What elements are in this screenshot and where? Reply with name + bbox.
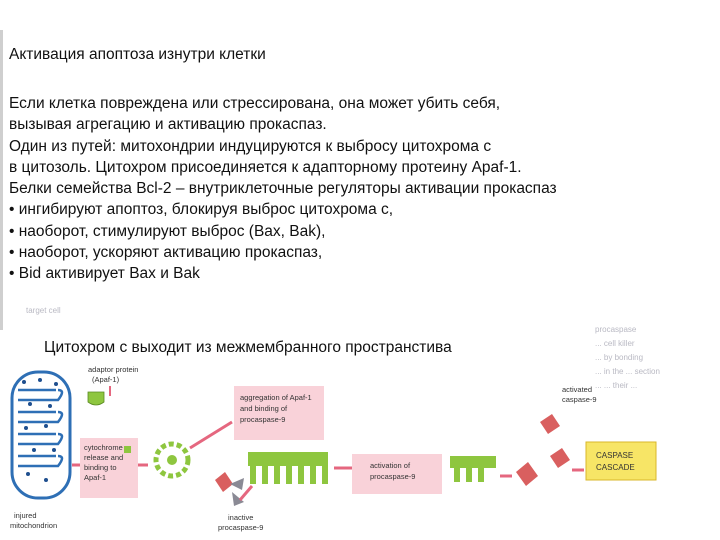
aggregation-label-1: aggregation of Apaf-1 bbox=[240, 393, 312, 402]
slide-body: Если клетка повреждена или стрессирована… bbox=[9, 93, 717, 285]
caspase-cascade-box bbox=[586, 442, 656, 480]
adaptor-label-1: adaptor protein bbox=[88, 365, 138, 374]
body-line: Один из путей: митохондрии индуцируются … bbox=[9, 136, 717, 157]
arrow-to-aggregation bbox=[190, 422, 232, 448]
inactive-procaspase-icon bbox=[215, 472, 244, 506]
left-divider bbox=[0, 30, 3, 330]
apaf1-small-icon bbox=[124, 446, 131, 453]
mito-label-1: injured bbox=[14, 511, 37, 520]
body-line: • ингибируют апоптоз, блокируя выброс ци… bbox=[9, 199, 717, 220]
body-line: • Bid активирует Bax и Bak bbox=[9, 263, 717, 284]
body-line: Белки семейства Bcl-2 – внутриклеточные … bbox=[9, 178, 717, 199]
cytochrome-label-1: cytochrome c bbox=[84, 443, 129, 452]
activated-caspase-icon bbox=[516, 414, 570, 486]
apaf1-icon bbox=[88, 392, 104, 405]
inactive-label-1: inactive bbox=[228, 513, 253, 522]
cascade-label-2: CASCADE bbox=[596, 463, 635, 472]
faded-note: procaspase bbox=[595, 325, 636, 334]
mitochondrion-icon bbox=[12, 372, 70, 498]
activated-label-2: caspase-9 bbox=[562, 395, 597, 404]
apaf1-wheel-icon bbox=[156, 444, 188, 476]
faded-note: ... cell killer bbox=[595, 339, 635, 348]
activated-label-1: activated bbox=[562, 385, 592, 394]
activated-caspase-cluster-icon bbox=[450, 456, 496, 482]
aggregation-label-3: procaspase-9 bbox=[240, 415, 285, 424]
body-line: Если клетка повреждена или стрессирована… bbox=[9, 93, 717, 114]
apaf1-cluster-icon bbox=[248, 452, 328, 484]
slide-title: Активация апоптоза изнутри клетки bbox=[9, 46, 266, 64]
body-line: в цитозоль. Цитохром присоединяется к ад… bbox=[9, 157, 717, 178]
mito-label-2: mitochondrion bbox=[10, 521, 57, 530]
body-line: • наоборот, стимулируют выброс (Bax, Bak… bbox=[9, 221, 717, 242]
aggregation-label-2: and binding of bbox=[240, 404, 288, 413]
cytochrome-label-3: binding to bbox=[84, 463, 117, 472]
cytochrome-label-4: Apaf-1 bbox=[84, 473, 106, 482]
diagram-caption: Цитохром с выходит из межмембранного про… bbox=[44, 339, 452, 357]
activation-label-1: activation of bbox=[370, 461, 411, 470]
body-line: вызывая агрегацию и активацию прокаспаз. bbox=[9, 114, 717, 135]
cytochrome-label-2: release and bbox=[84, 453, 123, 462]
body-line: • наоборот, ускоряют активацию прокаспаз… bbox=[9, 242, 717, 263]
adaptor-label-2: (Apaf-1) bbox=[92, 375, 120, 384]
cascade-label-1: CASPASE bbox=[596, 451, 633, 460]
apoptosis-diagram: injured mitochondrion adaptor protein (A… bbox=[0, 360, 720, 540]
inactive-label-2: procaspase-9 bbox=[218, 523, 263, 532]
activation-label-2: procaspase-9 bbox=[370, 472, 415, 481]
faded-target-cell: target cell bbox=[26, 306, 61, 315]
